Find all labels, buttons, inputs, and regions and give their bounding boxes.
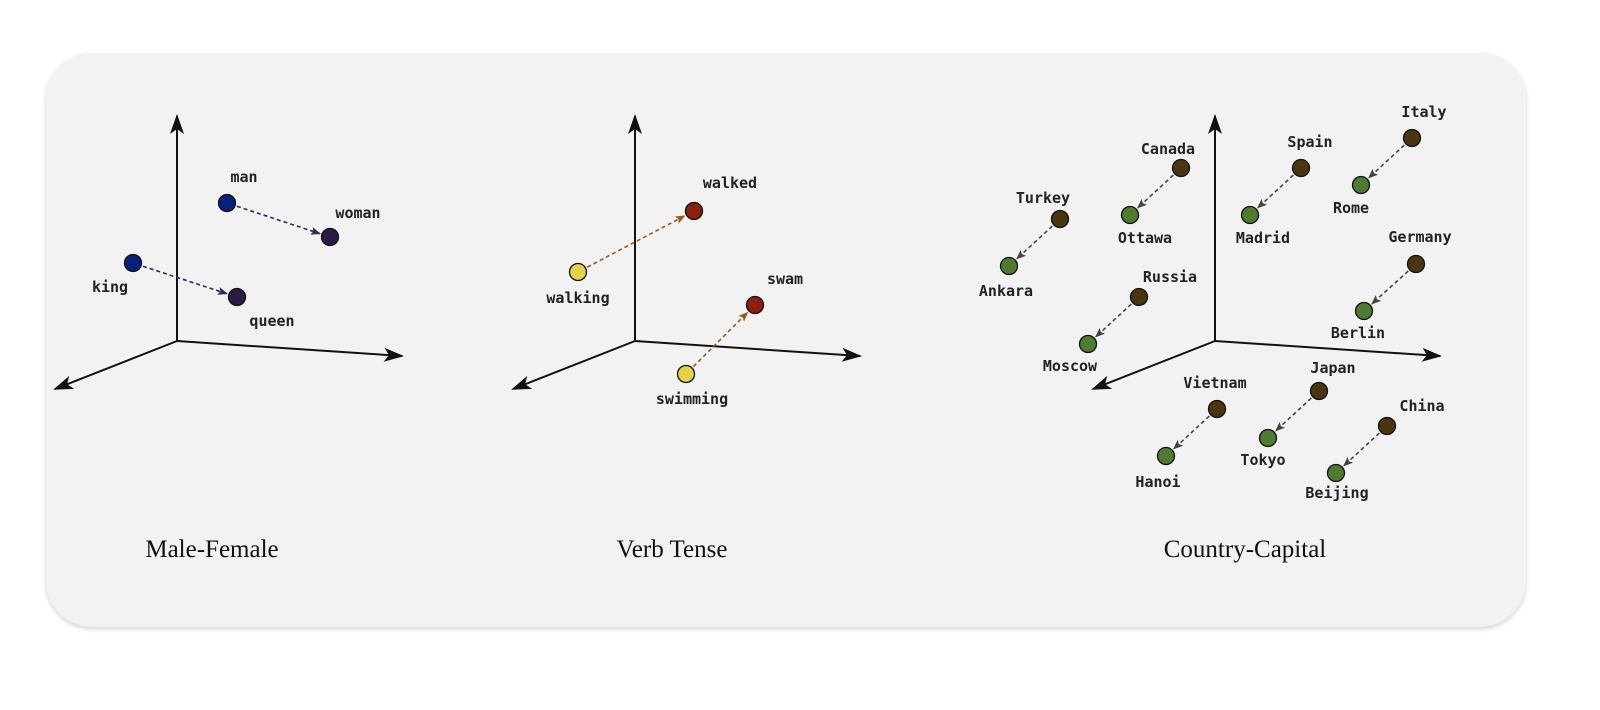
source-word-label: Germany <box>1388 228 1451 246</box>
relation-arrow <box>586 215 686 268</box>
relation-arrow <box>1172 415 1210 450</box>
source-word-label: Vietnam <box>1183 374 1246 392</box>
target-word-label: Tokyo <box>1240 451 1285 469</box>
caption-verb-tense: Verb Tense <box>616 536 728 563</box>
target-word-label: queen <box>249 312 294 330</box>
target-word-label: Berlin <box>1331 324 1385 342</box>
source-point <box>1291 158 1311 178</box>
target-word-label: Madrid <box>1236 229 1290 247</box>
source-word-label: man <box>230 168 257 186</box>
source-word-label: China <box>1399 397 1444 415</box>
target-point <box>1120 205 1140 225</box>
axis-horizontal <box>634 340 862 362</box>
target-word-label: Ankara <box>979 282 1033 300</box>
axes-verb-tense <box>511 114 862 390</box>
source-word-label: Italy <box>1401 103 1446 121</box>
axes-male-female <box>53 114 404 390</box>
caption-male-female: Male-Female <box>145 536 279 563</box>
relation-arrow <box>236 205 321 235</box>
target-point <box>1078 334 1098 354</box>
source-point <box>1406 254 1426 274</box>
source-point <box>568 262 588 282</box>
word-pair: king queen <box>92 253 295 330</box>
target-point <box>1354 301 1374 321</box>
relation-arrow <box>1136 174 1174 209</box>
source-word-label: Canada <box>1141 140 1195 158</box>
source-point <box>1207 399 1227 419</box>
target-point <box>1240 205 1260 225</box>
source-word-label: swimming <box>656 390 728 408</box>
target-word-label: swam <box>767 270 803 288</box>
target-word-label: Beijing <box>1305 484 1368 502</box>
source-point <box>1377 416 1397 436</box>
axis-depth <box>1091 340 1216 390</box>
source-point <box>676 364 696 384</box>
axis-horizontal <box>176 340 404 362</box>
figure-card <box>46 53 1526 627</box>
axis-depth <box>511 340 636 390</box>
target-word-label: Moscow <box>1043 357 1098 375</box>
relation-arrow <box>1094 303 1132 338</box>
source-point <box>217 193 237 213</box>
source-word-label: Japan <box>1310 359 1355 377</box>
target-word-label: woman <box>335 204 380 222</box>
source-point <box>1309 381 1329 401</box>
relation-arrow <box>1256 174 1294 209</box>
word-pair: man woman <box>217 168 381 247</box>
target-word-label: walked <box>703 174 757 192</box>
relation-arrow <box>142 265 228 295</box>
target-point <box>999 256 1019 276</box>
axes-country-capital <box>1091 114 1442 390</box>
source-word-label: Turkey <box>1016 189 1070 207</box>
relation-arrow <box>1015 225 1053 260</box>
target-point <box>320 227 340 247</box>
relation-arrow <box>1367 144 1405 179</box>
source-word-label: Spain <box>1287 133 1332 151</box>
source-point <box>1171 158 1191 178</box>
caption-country-capital: Country-Capital <box>1163 536 1327 563</box>
target-point <box>1351 175 1371 195</box>
word-pairs: manwomankingqueenwalkingwalkedswimmingsw… <box>92 103 1452 502</box>
source-point <box>1402 128 1422 148</box>
source-point <box>1129 287 1149 307</box>
target-point <box>1156 446 1176 466</box>
target-point <box>227 287 247 307</box>
target-point <box>745 295 765 315</box>
target-word-label: Rome <box>1333 199 1369 217</box>
relation-arrow <box>692 311 749 368</box>
source-word-label: king <box>92 278 128 296</box>
word-pair: walking walked <box>546 174 757 307</box>
target-word-label: Hanoi <box>1135 473 1180 491</box>
word-pair: swimming swam <box>656 270 803 408</box>
relation-arrow <box>1274 397 1312 432</box>
source-word-label: Russia <box>1143 268 1197 286</box>
source-point <box>123 253 143 273</box>
source-point <box>1050 209 1070 229</box>
relation-arrow <box>1342 432 1380 467</box>
target-word-label: Ottawa <box>1118 229 1172 247</box>
relation-arrow <box>1371 270 1409 305</box>
target-point <box>1326 463 1346 483</box>
axis-horizontal <box>1214 340 1442 362</box>
target-point <box>1258 428 1278 448</box>
source-word-label: walking <box>546 289 609 307</box>
target-point <box>684 201 704 221</box>
axis-depth <box>53 340 178 390</box>
